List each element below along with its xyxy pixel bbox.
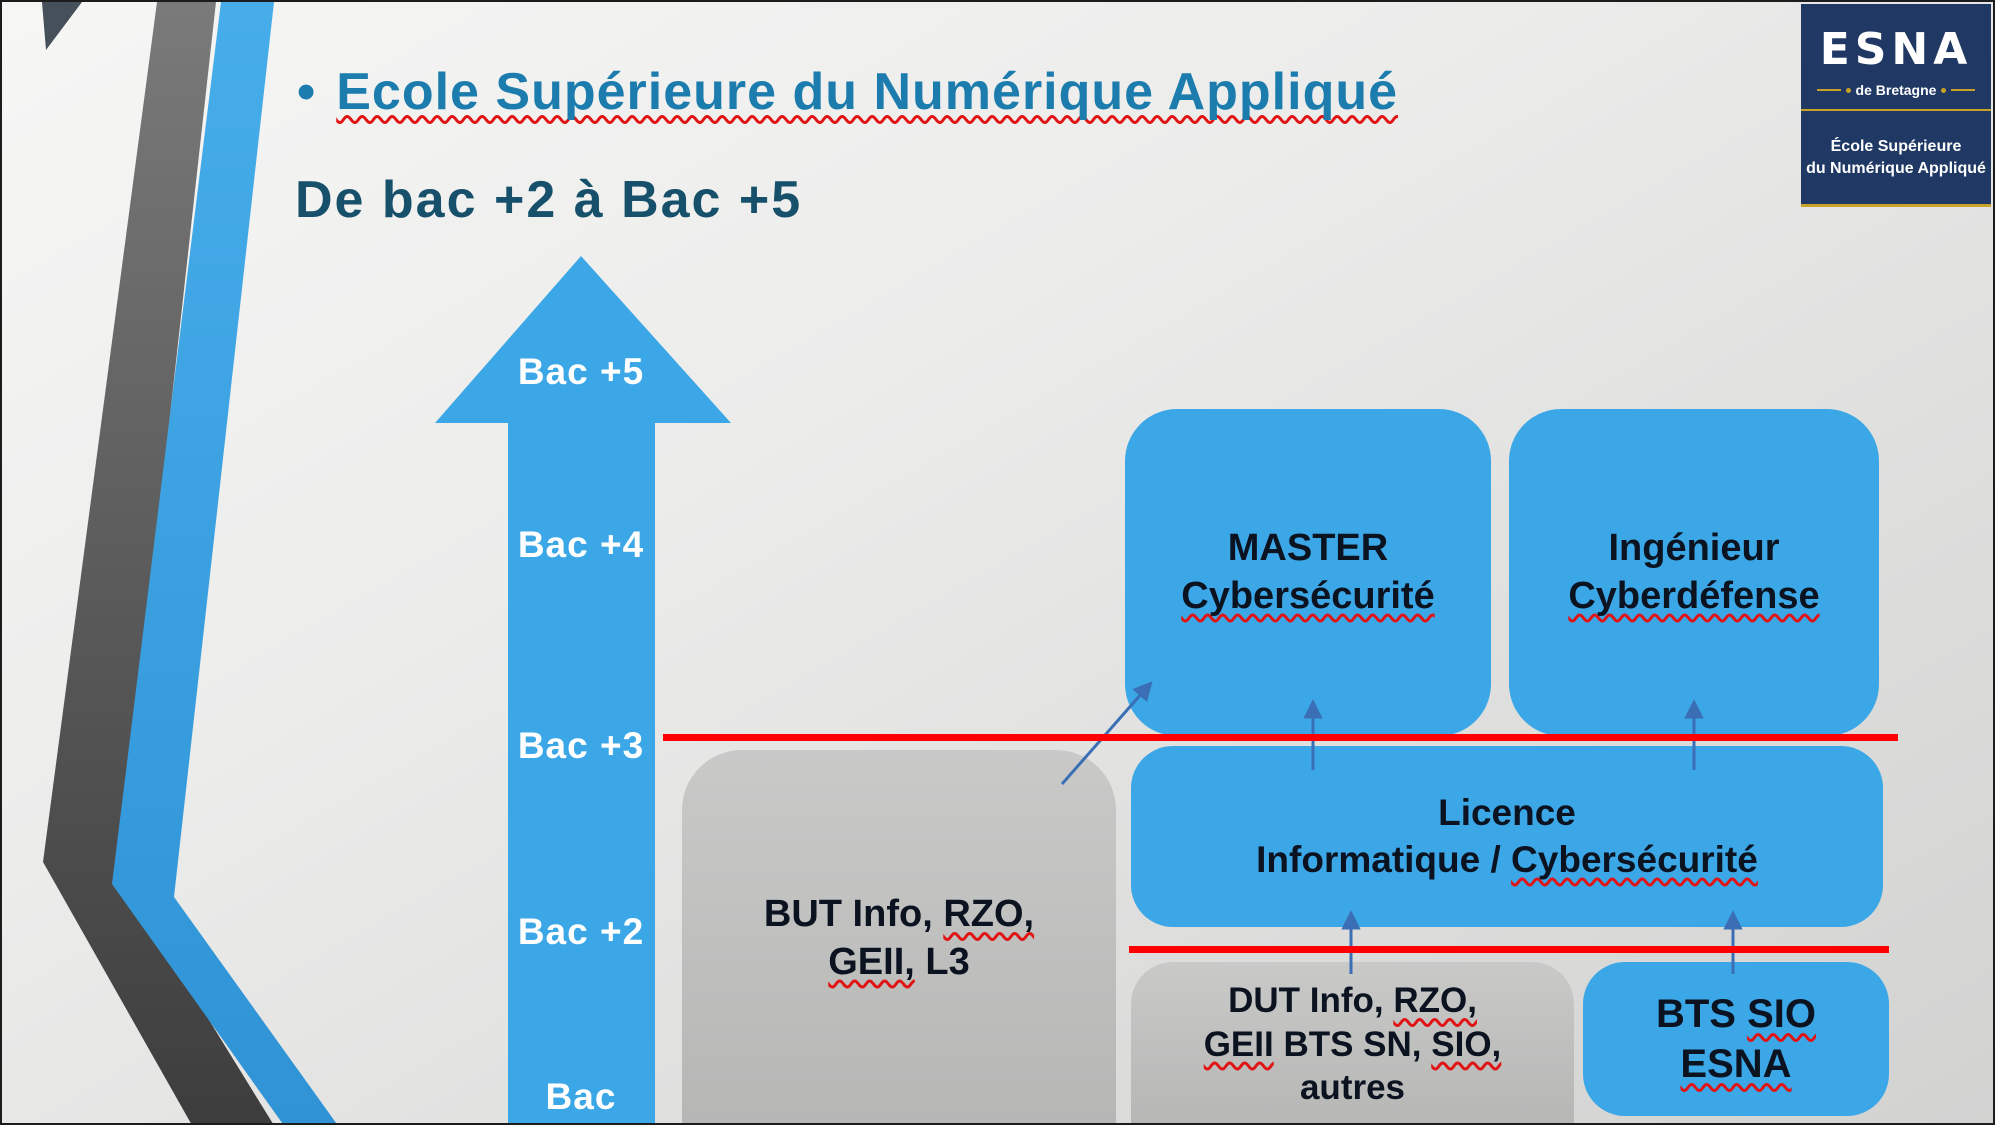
bts-box-line1-sio: SIO xyxy=(1747,992,1817,1036)
esna-logo-region-row: de Bretagne xyxy=(1816,82,1976,98)
ingenieur-cyberdefense-box: Ingénieur Cyberdéfense xyxy=(1509,409,1879,736)
bac2-threshold-line xyxy=(1129,946,1889,953)
esna-logo: ESNA de Bretagne École Supérieure du Num… xyxy=(1801,4,1991,207)
dut-box-line1: DUT Info, RZO, xyxy=(1228,979,1477,1023)
master-box-line1: MASTER xyxy=(1227,527,1389,569)
logo-gold-divider xyxy=(1801,109,1991,111)
ingenieur-box-line1: Ingénieur xyxy=(1608,527,1780,569)
but-box-line1-rzo: RZO, xyxy=(943,893,1035,935)
licence-box-line2-cyber: Cybersécurité xyxy=(1511,838,1758,880)
ladder-label-bac3: Bac +3 xyxy=(517,725,645,766)
licence-box-line1: Licence xyxy=(1438,792,1576,834)
logo-gold-line-right xyxy=(1951,89,1976,91)
logo-gold-dot-right xyxy=(1941,87,1947,93)
ladder-label-bac4: Bac +4 xyxy=(517,524,645,565)
page-subtitle: De bac +2 à Bac +5 xyxy=(295,171,803,229)
esna-logo-tagline: École Supérieure du Numérique Appliqué xyxy=(1806,111,1986,204)
corner-accent-shape xyxy=(42,2,82,50)
logo-gold-line-left xyxy=(1816,89,1841,91)
ladder-label-bac5: Bac +5 xyxy=(517,351,645,392)
logo-gold-dot-left xyxy=(1845,87,1851,93)
licence-box-line2-text: Informatique / xyxy=(1256,838,1512,880)
dut-box-line2-sio: SIO, xyxy=(1431,1024,1502,1064)
bac-ladder-arrow-shape xyxy=(435,256,731,1123)
bac3-threshold-line xyxy=(663,734,1898,741)
page-title: • Ecole Supérieure du Numérique Appliqué xyxy=(297,62,1398,122)
ingenieur-box-line2: Cyberdéfense xyxy=(1568,574,1820,617)
master-cybersecurite-box: MASTER Cybersécurité xyxy=(1125,409,1491,736)
bts-sio-esna-box: BTS SIO ESNA xyxy=(1583,962,1889,1116)
esna-logo-brand: ESNA xyxy=(1819,24,1973,75)
but-box-line1-text: BUT Info, xyxy=(763,893,944,935)
ladder-label-bac2: Bac +2 xyxy=(517,911,645,952)
bts-box-line1-text: BTS xyxy=(1655,992,1748,1036)
but-box-line2: GEII, L3 xyxy=(828,939,969,987)
master-box-line2: Cybersécurité xyxy=(1181,574,1435,617)
dut-box-line1-rzo: RZO, xyxy=(1393,980,1477,1020)
bts-box-line1: BTS SIO xyxy=(1656,989,1816,1039)
ladder-label-bac: Bac xyxy=(545,1076,617,1117)
dut-box-line2: GEII BTS SN, SIO, xyxy=(1204,1023,1502,1067)
but-info-box: BUT Info, RZO, GEII, L3 xyxy=(682,750,1116,1123)
dut-box-line2-geii: GEII xyxy=(1203,1024,1274,1064)
title-text: Ecole Supérieure du Numérique Appliqué xyxy=(336,63,1399,121)
licence-box-line2: Informatique / Cybersécurité xyxy=(1256,837,1758,883)
logo-tagline-line2: du Numérique Appliqué xyxy=(1806,159,1986,177)
bts-box-line2: ESNA xyxy=(1680,1042,1792,1086)
dut-box-line2-text: BTS SN, xyxy=(1273,1024,1432,1064)
but-box-line2-geii: GEII, xyxy=(828,940,915,983)
ribbon-blue-shape xyxy=(112,2,337,1123)
ribbon-dark-shape xyxy=(43,2,273,1123)
but-box-line2-text: L3 xyxy=(914,940,970,983)
dut-box-line3: autres xyxy=(1299,1068,1406,1108)
but-box-line1: BUT Info, RZO, xyxy=(764,891,1034,939)
dut-info-box: DUT Info, RZO, GEII BTS SN, SIO, autres xyxy=(1131,962,1574,1123)
left-ribbon-decoration xyxy=(42,2,337,1123)
dut-box-line1-text: DUT Info, xyxy=(1228,980,1394,1020)
licence-informatique-box: Licence Informatique / Cybersécurité xyxy=(1131,746,1883,927)
title-bullet: • xyxy=(297,63,317,121)
logo-tagline-line1: École Supérieure xyxy=(1830,137,1962,155)
esna-logo-region: de Bretagne xyxy=(1855,82,1937,98)
